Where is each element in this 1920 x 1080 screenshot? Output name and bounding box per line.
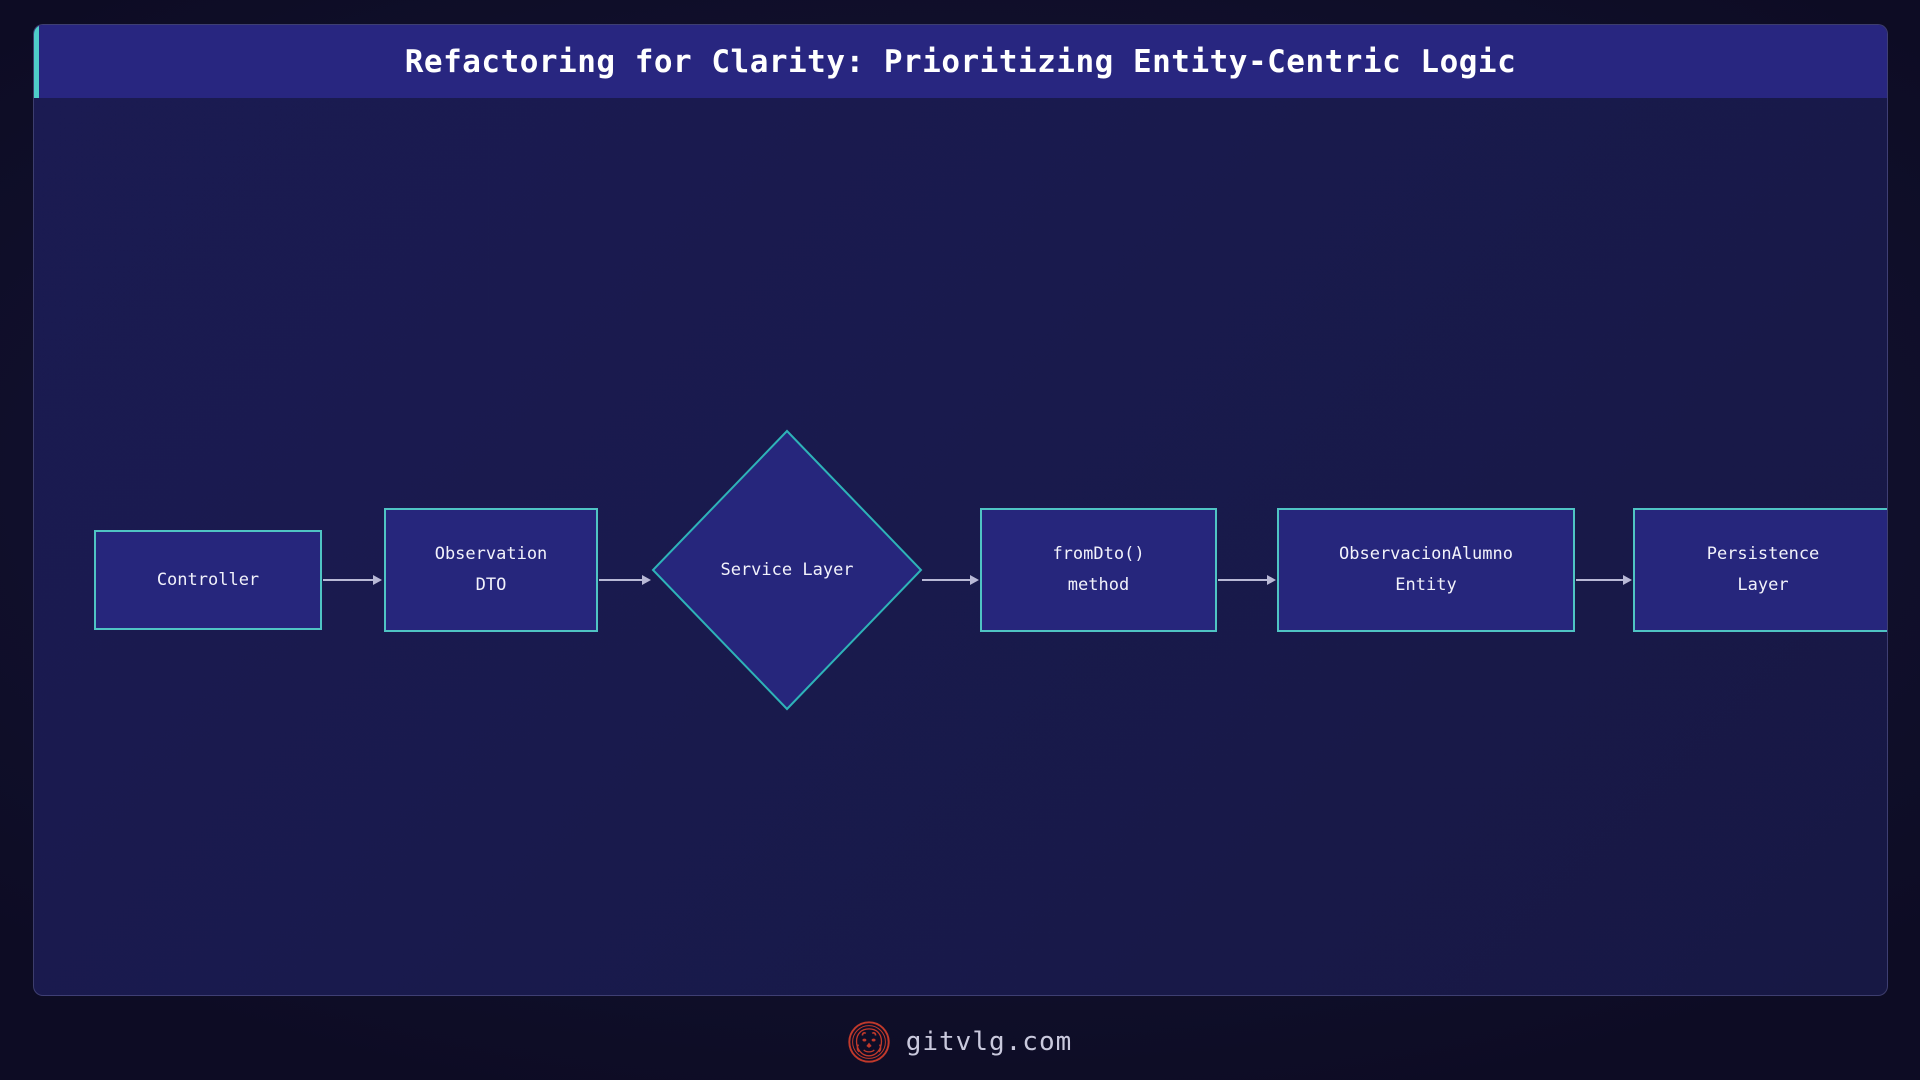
diamond-shape-icon (651, 429, 923, 711)
arrowhead-icon (1267, 575, 1276, 585)
node-service-layer-line-0: Service (720, 559, 793, 580)
connector-dto-to-service (599, 573, 651, 587)
connector-fromdto-to-entity (1218, 573, 1276, 587)
node-persistence-layer-line-1: Layer (1737, 575, 1789, 595)
footer: gitvlg.com (0, 1012, 1920, 1072)
connector-shaft (922, 579, 970, 581)
node-fromdto-method-line-0: fromDto() (1052, 544, 1145, 564)
arrowhead-icon (373, 575, 382, 585)
node-observation-dto-line-0: Observation (434, 544, 548, 564)
node-fromdto-method-line-1: method (1067, 575, 1130, 595)
connector-shaft (1218, 579, 1267, 581)
node-persistence-layer[interactable]: Persistence Layer (1633, 508, 1887, 632)
lion-head-logo-icon (848, 1021, 890, 1063)
node-controller[interactable]: Controller (94, 530, 322, 630)
header-accent-bar (34, 25, 39, 98)
node-persistence-layer-line-0: Persistence (1706, 544, 1820, 564)
connector-shaft (599, 579, 642, 581)
node-observation-dto-line-1: DTO (475, 575, 507, 595)
arrowhead-icon (970, 575, 979, 585)
node-observation-dto[interactable]: Observation DTO (384, 508, 598, 632)
node-observacionalumno-entity[interactable]: ObservacionAlumno Entity (1277, 508, 1575, 632)
connector-entity-to-persistence (1576, 573, 1632, 587)
panel-header: Refactoring for Clarity: Prioritizing En… (34, 25, 1887, 98)
arrowhead-icon (1623, 575, 1632, 585)
node-fromdto-method[interactable]: fromDto() method (980, 508, 1217, 632)
node-service-layer-line-1: Layer (802, 559, 854, 580)
arrowhead-icon (642, 575, 651, 585)
flowchart-canvas: Controller Observation DTO (34, 98, 1887, 995)
connector-shaft (323, 579, 373, 581)
diagram-panel: Refactoring for Clarity: Prioritizing En… (33, 24, 1888, 996)
node-controller-line-0: Controller (156, 569, 260, 590)
node-service-layer-label: Service Layer (720, 555, 853, 586)
node-service-layer[interactable]: Service Layer (651, 429, 923, 711)
connector-controller-to-dto (323, 573, 382, 587)
brand-text: gitvlg.com (905, 1027, 1073, 1057)
node-observacionalumno-entity-line-1: Entity (1395, 575, 1457, 595)
page-title: Refactoring for Clarity: Prioritizing En… (404, 43, 1517, 80)
node-observacionalumno-entity-line-0: ObservacionAlumno (1339, 544, 1513, 564)
connector-service-to-fromdto (922, 573, 979, 587)
connector-shaft (1576, 579, 1623, 581)
flow-row: Controller Observation DTO (34, 98, 1887, 995)
